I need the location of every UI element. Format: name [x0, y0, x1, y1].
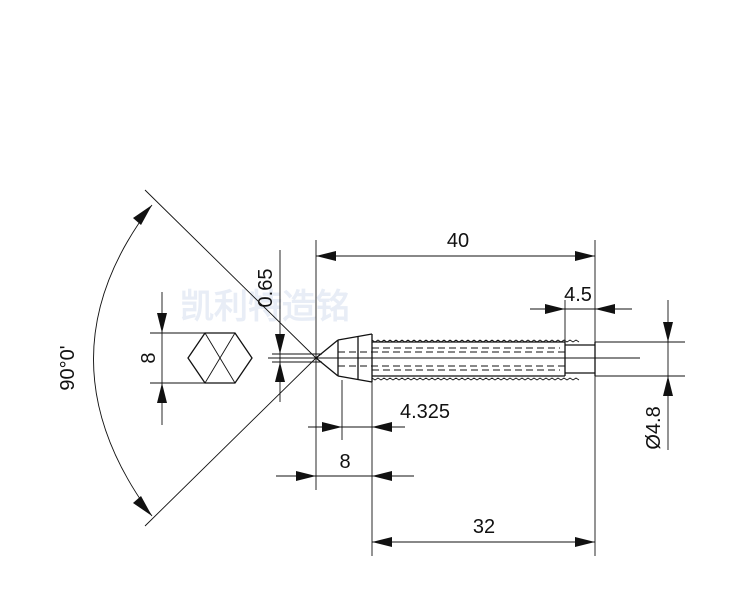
dimension-40: 40 [316, 230, 595, 261]
watermark: 凯利特造铭 [180, 287, 350, 327]
dim-tip-offset: 4.5 [564, 284, 592, 306]
extension-lines [279, 240, 685, 556]
dimension-8-head: 8 [276, 451, 414, 481]
dimension-diameter: Ø4.8 [643, 300, 673, 450]
dimension-32: 32 [372, 516, 595, 547]
dim-head-length: 8 [339, 451, 350, 473]
dim-tip-bore: 0.65 [255, 269, 277, 308]
dim-cone-length: 4.325 [400, 401, 450, 423]
dim-angle: 90°0' [57, 345, 79, 390]
dim-thread-length: 32 [473, 516, 495, 538]
dimension-4-5: 4.5 [530, 284, 632, 314]
dim-hex-across-flats: 8 [138, 352, 160, 363]
hex-end-view: 8 [138, 292, 253, 425]
nozzle-outline [268, 333, 640, 383]
dim-overall-length: 40 [447, 230, 469, 252]
dimension-0-65: 0.65 [255, 269, 322, 382]
dimension-angle: 90°0' [57, 189, 317, 527]
dim-thread-diameter: Ø4.8 [643, 406, 665, 449]
dimension-4-325: 4.325 [308, 401, 450, 432]
